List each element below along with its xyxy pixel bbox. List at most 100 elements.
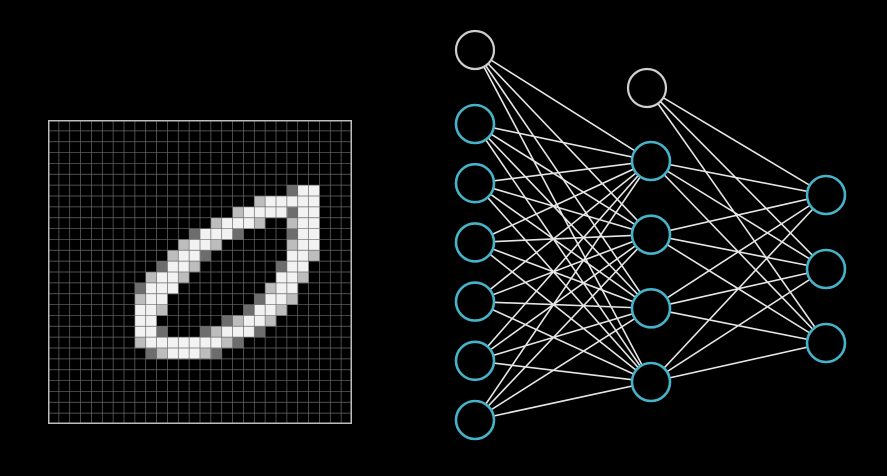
digit-pixel (276, 282, 288, 295)
digit-pixel (178, 272, 190, 284)
grid-lines (48, 120, 352, 424)
digit-pixel (167, 261, 179, 273)
digit-pixel (156, 293, 168, 305)
network-edge (474, 160, 652, 303)
digit-pixel (156, 272, 168, 284)
digit-pixel (200, 250, 212, 262)
digit-pixel (156, 337, 168, 349)
digit-pixel (210, 326, 223, 338)
digit-pixel (254, 326, 266, 338)
digit-pixel (286, 239, 299, 251)
digit-pixel (276, 293, 288, 305)
network-edge (474, 241, 652, 383)
bias-node-hidden-bias-node-icon (626, 67, 668, 109)
digit-pixel (243, 304, 255, 316)
digit-pixel (232, 337, 244, 349)
neuron-output-1-circle-node-icon (805, 248, 847, 290)
digit-pixel (178, 337, 190, 349)
digit-pixel (178, 348, 190, 360)
network-edge (474, 160, 652, 362)
digit-pixel (200, 239, 212, 251)
digit-pixel (189, 261, 201, 273)
neuron-hidden-0-circle-node-icon (630, 140, 672, 182)
neuron-input-4-circle-node-icon (454, 340, 496, 382)
digit-pixel (145, 304, 157, 316)
network-edge (474, 160, 652, 184)
digit-pixel (297, 250, 309, 262)
network-edge (474, 233, 652, 244)
digit-pixel (178, 250, 190, 262)
network-edge (474, 300, 652, 310)
digit-pixel (286, 250, 299, 262)
network-edge (474, 123, 652, 383)
digit-pixel (221, 315, 233, 327)
digit-pixel (189, 348, 201, 360)
digit-pixel (286, 282, 299, 295)
digit-pixel (134, 337, 147, 349)
digit-pixel (167, 272, 179, 284)
digit-pixel (189, 228, 201, 240)
network-edge (646, 87, 827, 344)
digit-pixel (265, 304, 277, 316)
digit-pixel (167, 282, 179, 295)
neuron-input-5-circle-node-icon (454, 399, 496, 441)
digit-pixel (297, 228, 309, 240)
digit-pixel (134, 293, 147, 305)
network-edge (474, 49, 652, 383)
network-edge (474, 300, 652, 383)
digit-pixel (276, 304, 288, 316)
network-edge (646, 87, 827, 196)
network-edge (650, 342, 827, 383)
digit-pixel (297, 261, 309, 273)
digit-pixel (210, 337, 223, 349)
digit-pixel (210, 348, 223, 360)
digit-pixel (243, 326, 255, 338)
digit-pixel (178, 239, 190, 251)
neuron-input-1-circle-node-icon (454, 162, 496, 204)
pixel-grid (48, 120, 352, 424)
digit-pixel (243, 217, 255, 229)
digit-pixel (254, 315, 266, 327)
digit-pixel (134, 315, 147, 327)
digit-pixel (297, 196, 309, 208)
digit-pixels (134, 185, 320, 360)
digit-pixel (254, 293, 266, 305)
digit-pixel (308, 250, 320, 262)
digit-pixel (265, 282, 277, 295)
digit-pixel (286, 217, 299, 229)
network-edge (474, 307, 652, 362)
digit-pixel (308, 206, 320, 219)
digit-pixel (200, 337, 212, 349)
digit-pixel (297, 239, 309, 251)
digit-pixel (200, 228, 212, 240)
neuron-hidden-3-circle-node-icon (630, 361, 672, 403)
digit-pixel (167, 337, 179, 349)
neuron-hidden-1-circle-node-icon (630, 214, 672, 255)
digit-pixel (134, 282, 147, 295)
digit-pixel (286, 185, 299, 197)
neuron-input-3-circle-node-icon (454, 281, 496, 322)
digit-pixel (189, 337, 201, 349)
digit-pixel (276, 261, 288, 273)
digit-pixel (145, 315, 157, 327)
network-edge (474, 49, 652, 236)
digit-pixel (254, 217, 266, 229)
digit-pixel (308, 228, 320, 240)
digit-pixel (145, 348, 157, 360)
digit-pixel (145, 272, 157, 284)
digit-pixel (297, 217, 309, 229)
digit-pixel (167, 250, 179, 262)
digit-pixel (286, 196, 299, 208)
digit-pixel (254, 196, 266, 208)
digit-pixel (297, 272, 309, 284)
digit-pixel (276, 272, 288, 284)
digit-pixel (156, 348, 168, 360)
digit-pixel (286, 293, 299, 305)
network-graph (454, 29, 847, 441)
digit-pixel (145, 326, 157, 338)
digit-pixel (232, 228, 244, 240)
digit-pixel (243, 315, 255, 327)
neuron-hidden-2-circle-node-icon (630, 288, 672, 329)
digit-pixel (254, 304, 266, 316)
network-edge (650, 194, 827, 310)
